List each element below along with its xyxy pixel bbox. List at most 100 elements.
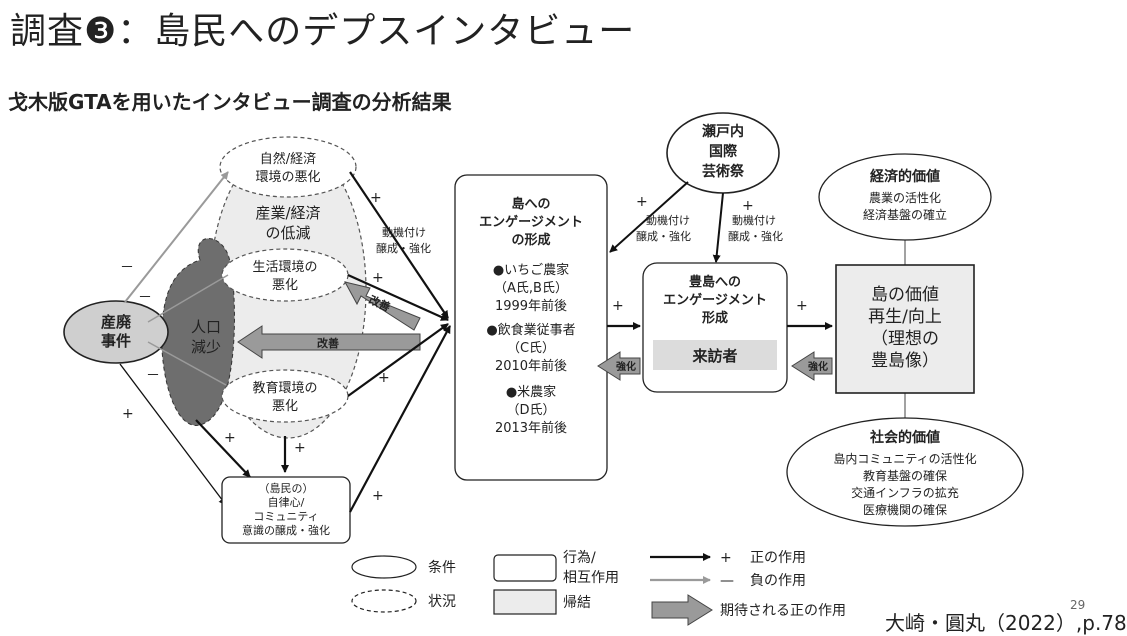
sign-plus-10: + [612,298,624,314]
arrow-jinko-jiritsu [195,419,251,478]
seikatsu-label-2: 悪化 [272,278,298,293]
social-body-1: 島内コミュニティの活性化 [833,451,976,466]
sign-minus-2: － [138,290,152,306]
legend-positive-sign: + [720,550,732,566]
kaizen-arrow-lower [237,325,421,359]
island-title-1: 島への [511,196,550,212]
page-title: 調査❸：島民へのデプスインタビュー [10,11,636,52]
visitor-node [653,340,777,370]
island-body-6: 2010年前後 [495,358,567,374]
legend-action-icon [493,554,557,582]
legend-result-icon [493,589,557,615]
sangyo-label-1: 産業/経済 [255,204,320,222]
motivation-mid-2: 醸成・強化 [636,229,691,243]
island-body-7: ●米農家 [506,384,556,400]
value-label-1: 島の価値 [871,285,939,305]
kyoka-label-right: 強化 [808,360,828,373]
arrow-sanpai-shizen [124,171,229,303]
social-value-node [786,417,1024,527]
island-body-9: 2013年前後 [495,420,567,436]
social-body-3: 交通インフラの拡充 [851,485,959,500]
sign-plus-11: + [796,298,808,314]
motivation-mid-1: 動機付け [646,213,690,227]
legend-negative-sign: — [720,573,734,589]
shizen-node [219,136,357,198]
setouchi-label-2: 国際 [709,143,738,160]
sangyo-label-2: の低減 [265,224,310,242]
social-title: 社会的価値 [869,429,940,446]
visitor-label: 来訪者 [691,347,737,365]
kyoka-arrow-right [791,351,833,381]
value-label-3: （理想の [871,329,939,349]
legend-condition-label: 条件 [428,559,456,576]
jinko-label-1: 人口 [191,318,221,336]
sanpai-node [63,300,169,364]
sign-plus-9: + [742,198,754,214]
motivation-left-1: 動機付け [382,225,426,239]
seikatsu-node [221,248,349,302]
motivation-left-2: 醸成・強化 [376,241,431,255]
shizen-label-2: 環境の悪化 [255,170,320,185]
legend-action-label-2: 相互作用 [563,570,619,586]
sign-plus-8: + [636,194,648,210]
jiritsu-label-1: （島民の） [259,481,314,495]
economic-body-2: 経済基盤の確立 [863,207,947,222]
legend-expected-arrow [651,594,713,626]
arrow-setouchi-island [609,181,689,253]
island-body-2: （A氏,B氏） [494,281,568,296]
legend-situation-icon [351,589,417,613]
arrow-kyoiku-island [347,323,449,397]
value-label-2: 再生/向上 [868,307,942,327]
arrow-sanpai-seikatsu [147,274,229,323]
teshima-title-3: 形成 [702,310,728,326]
legend-positive-label: 正の作用 [750,550,806,566]
arrow-shizen-island [349,171,449,319]
jiritsu-label-4: 意識の醸成・強化 [242,523,330,537]
sign-plus-2: + [224,430,236,446]
sanpai-label-1: 産廃 [101,313,132,331]
legend-condition-icon [351,555,417,579]
sign-plus-3: + [294,440,306,456]
arrow-sanpai-jiritsu [119,363,227,506]
legend-action-label-1: 行為/ [563,550,596,566]
sign-plus-4: + [370,190,382,206]
jinko-label-2: 減少 [191,338,221,356]
sanpai-label-2: 事件 [101,332,131,350]
sign-plus-6: + [378,370,390,386]
teshima-title-1: 豊島への [689,274,741,290]
island-body-5: （C氏） [507,341,555,356]
page-subtitle: 戈木版GTAを用いたインタビュー調査の分析結果 [8,90,452,114]
economic-body-1: 農業の活性化 [869,191,941,205]
economic-value-node [818,153,992,241]
sign-plus-5: + [372,270,384,286]
legend-situation-label: 状況 [428,594,456,610]
kyoiku-label-1: 教育環境の [252,380,317,396]
arrow-setouchi-teshima [712,192,724,263]
island-title-3: の形成 [511,232,550,248]
social-body-2: 教育基盤の確保 [863,468,947,483]
sign-plus-7: + [372,488,384,504]
arrow-jiritsu-island [349,325,451,513]
island-engagement-node [454,174,608,481]
value-label-4: 豊島像） [871,351,939,371]
arrow-seikatsu-island [347,273,449,322]
motivation-right-2: 醸成・強化 [728,229,783,243]
seikatsu-label-1: 生活環境の [252,260,317,275]
legend-expected-label: 期待される正の作用 [720,603,846,619]
kyoka-label-left: 強化 [616,360,636,373]
page-number: 29 [1070,598,1086,612]
shizen-label-1: 自然/経済 [260,151,316,167]
citation: 大崎・圓丸（2022）,p.78 [885,611,1127,635]
value-node [835,264,975,394]
teshima-title-2: エンゲージメント [663,292,767,308]
island-body-4: ●飲食業従事者 [486,322,575,338]
sign-minus-1: － [120,260,134,276]
kyoka-arrow-left [597,351,641,381]
legend: 条件 状況 行為/ 相互作用 帰結 + 正の作用 — 負の作用 期待される正の作… [351,550,846,626]
legend-negative-label: 負の作用 [750,573,806,589]
sign-plus-1: + [122,406,134,422]
setouchi-label-3: 芸術祭 [702,163,745,180]
motivation-right-1: 動機付け [732,213,776,227]
jiritsu-label-2: 自律心/ [268,496,305,509]
